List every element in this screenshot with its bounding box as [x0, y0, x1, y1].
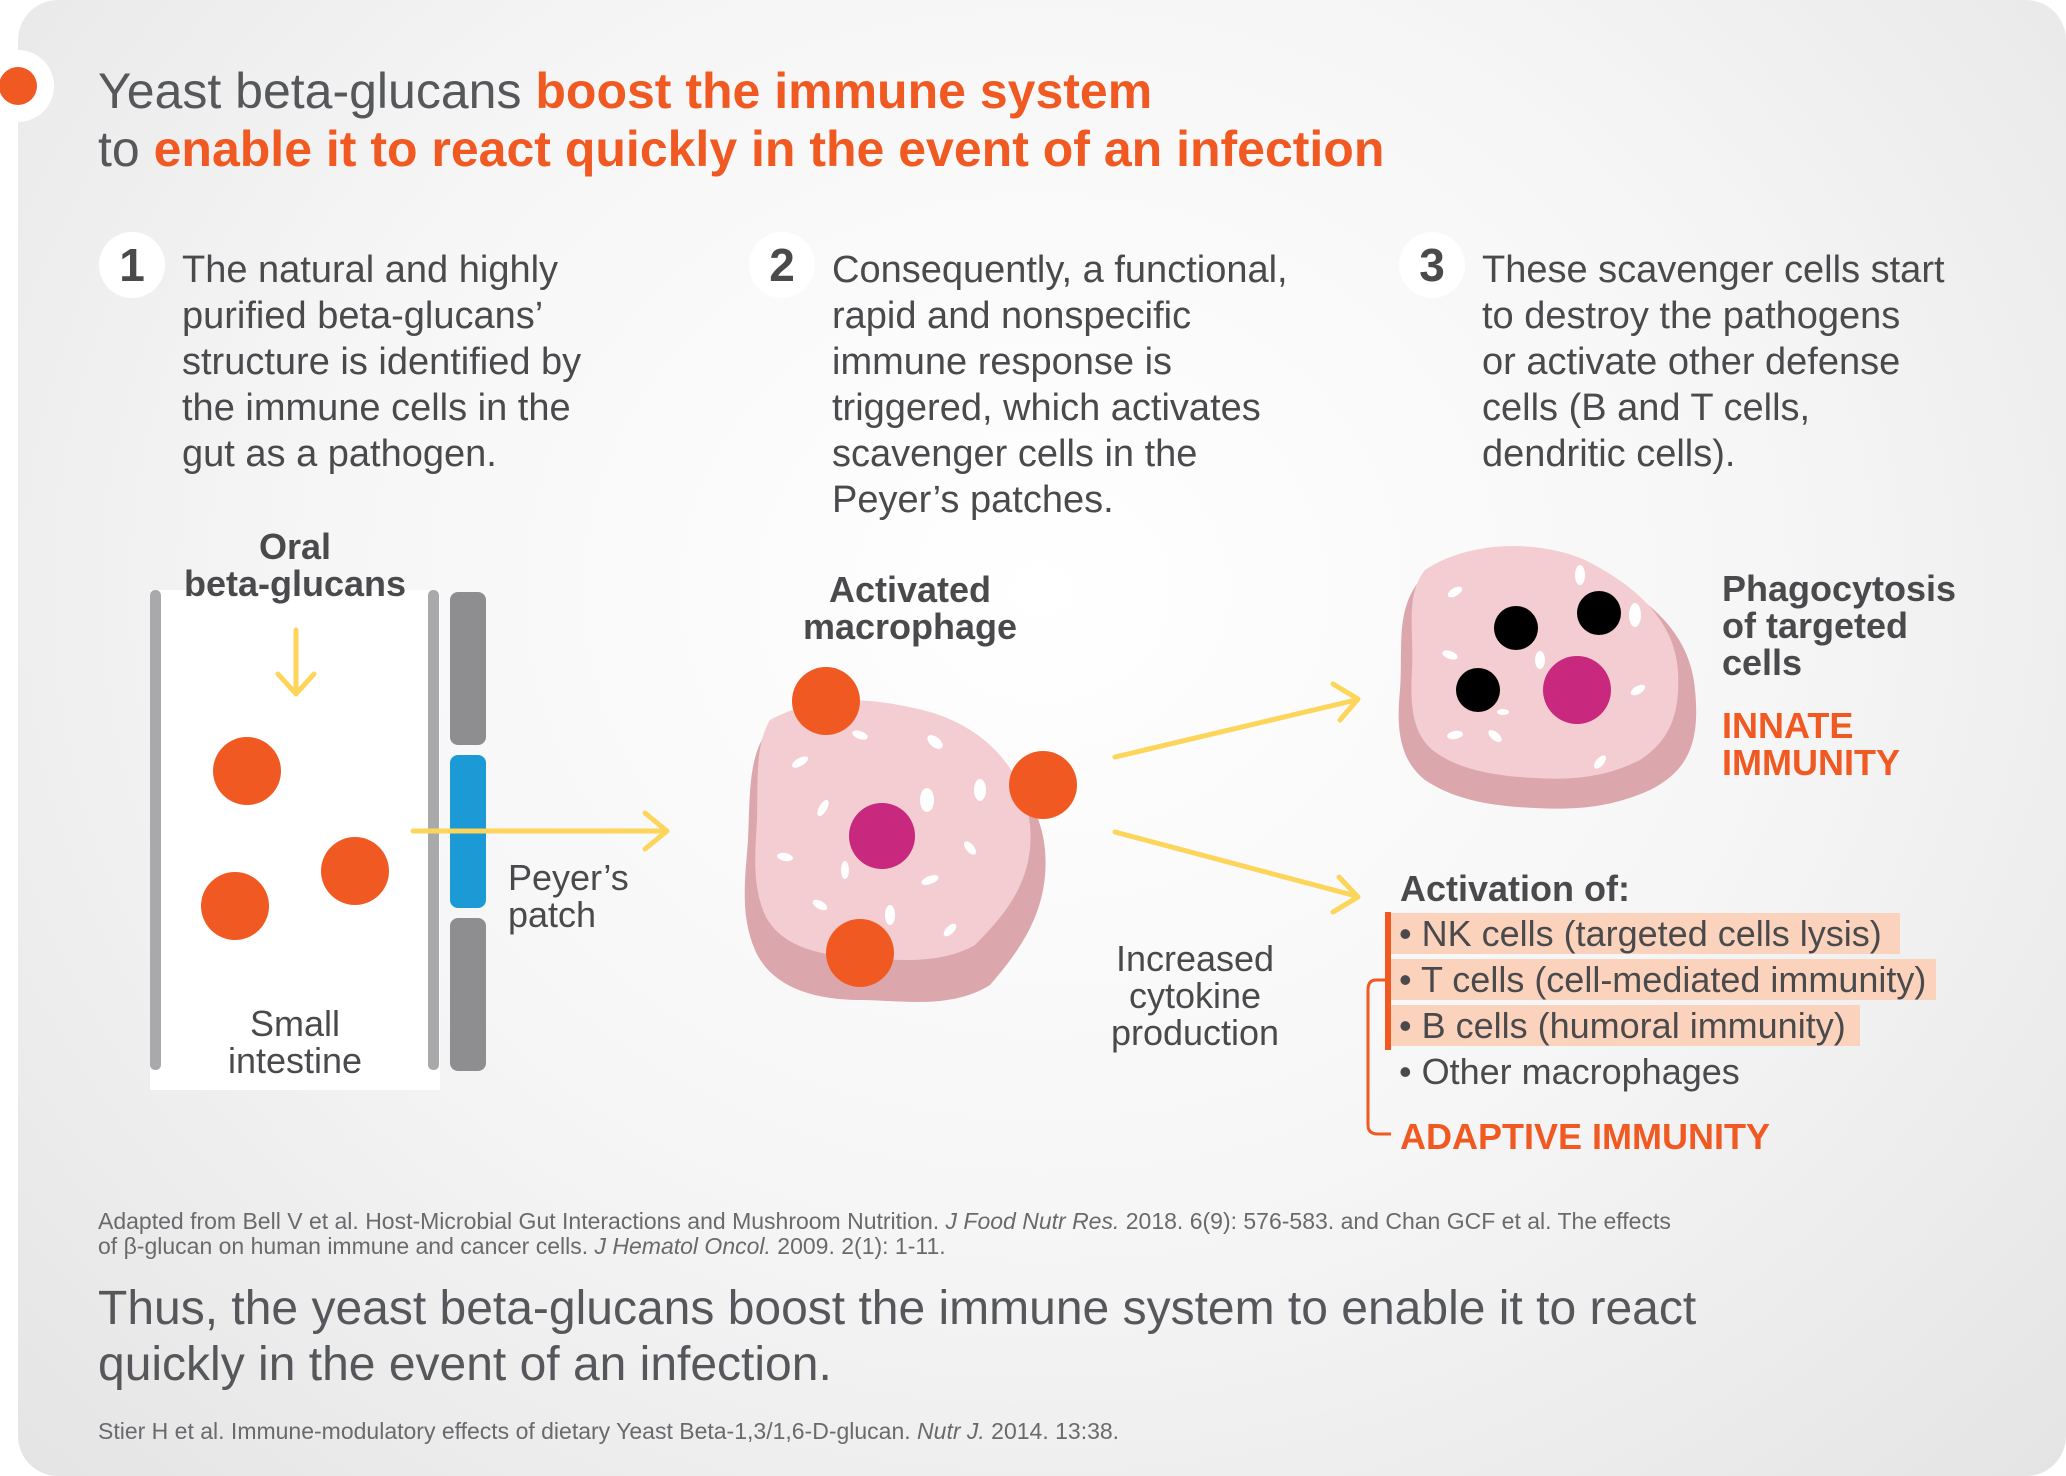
- list-item: • NK cells (targeted cells lysis): [1391, 913, 1900, 954]
- ref-journal: J Hematol Oncol.: [594, 1233, 771, 1259]
- phagocytosing-cell-icon: [1398, 546, 1697, 809]
- headline: Yeast beta-glucans boost the immune syst…: [98, 62, 1384, 178]
- step-text-1: The natural and highly purified beta-glu…: [182, 247, 581, 477]
- step-text-3: These scavenger cells start to destroy t…: [1482, 247, 1945, 477]
- peyers-patch-label: Peyer’s patch: [508, 859, 629, 933]
- label-line: cells: [1722, 642, 1803, 683]
- label-line: production: [1110, 1012, 1280, 1053]
- right-arrow-icon: [1112, 681, 1361, 915]
- label-line: Increased: [1115, 938, 1275, 979]
- list-item: • B cells (humoral immunity): [1391, 1005, 1860, 1046]
- phagocytosis-label: Phagocytosis of targeted cells: [1722, 570, 1956, 681]
- ref-journal: J Food Nutr Res.: [945, 1208, 1120, 1234]
- adaptive-immunity-label: ADAPTIVE IMMUNITY: [1400, 1116, 1771, 1157]
- beta-glucan-particle: [321, 837, 389, 905]
- step-3-line: to destroy the pathogens: [1482, 295, 1901, 337]
- step-2-line: scavenger cells in the: [832, 433, 1198, 475]
- label-line: IMMUNITY: [1722, 742, 1900, 783]
- ref-text: of β-glucan on human immune and cancer c…: [98, 1233, 595, 1259]
- membrane-upper: [450, 592, 486, 745]
- activation-title: Activation of:: [1400, 868, 1630, 909]
- ref-text: Stier H et al. Immune-modulatory effects…: [98, 1418, 918, 1444]
- step-1-line: purified beta-glucans’: [182, 295, 544, 337]
- label-line: Activated: [828, 569, 992, 610]
- label-line: beta-glucans: [183, 563, 407, 604]
- orange-dot-marker-icon: [0, 50, 54, 122]
- right-arrow-icon: [410, 810, 670, 852]
- headline-plain-1: Yeast beta-glucans: [98, 63, 522, 119]
- membrane-lower: [450, 918, 486, 1071]
- headline-plain-2: to: [98, 121, 140, 177]
- step-1-line: the immune cells in the: [182, 387, 571, 429]
- step-2-line: triggered, which activates: [832, 387, 1261, 429]
- label-line: cytokine: [1128, 975, 1262, 1016]
- ref-journal: Nutr J.: [917, 1418, 985, 1444]
- list-item: • T cells (cell-mediated immunity): [1391, 959, 1937, 1000]
- label-line: macrophage: [802, 606, 1018, 647]
- macrophage-cell-icon: [744, 667, 1077, 1002]
- list-item: • Other macrophages: [1399, 1051, 1740, 1092]
- ref-text: 2014. 13:38.: [984, 1418, 1120, 1444]
- step-1-line: gut as a pathogen.: [182, 433, 497, 475]
- step-text-2: Consequently, a functional, rapid and no…: [832, 247, 1288, 523]
- label-line: Small: [249, 1003, 341, 1044]
- label-line: patch: [508, 894, 597, 935]
- headline-emphasis-1: boost the immune system: [535, 63, 1153, 119]
- label-line: Oral: [258, 526, 332, 567]
- ref-text: Adapted from Bell V et al. Host-Microbia…: [98, 1208, 946, 1234]
- step-3-line: or activate other defense: [1482, 341, 1901, 383]
- innate-immunity-label: INNATE IMMUNITY: [1722, 707, 1900, 781]
- cytokine-label: Increased cytokine production: [1070, 940, 1320, 1051]
- small-intestine-label: Small intestine: [170, 1005, 420, 1079]
- conclusion-line: quickly in the event of an infection.: [98, 1338, 832, 1391]
- reference-2: Stier H et al. Immune-modulatory effects…: [98, 1419, 1998, 1444]
- headline-emphasis-2: enable it to react quickly in the event …: [153, 121, 1385, 177]
- step-number-1: 1: [99, 232, 165, 298]
- label-line: INNATE: [1722, 705, 1854, 746]
- activation-list: • NK cells (targeted cells lysis) • T ce…: [1391, 911, 1937, 1095]
- label-line: Peyer’s: [508, 857, 629, 898]
- conclusion-line: Thus, the yeast beta-glucans boost the i…: [98, 1282, 1697, 1335]
- intestine-wall-left: [150, 590, 161, 1070]
- conclusion: Thus, the yeast beta-glucans boost the i…: [98, 1281, 1998, 1393]
- ref-text: 2009. 2(1): 1-11.: [770, 1233, 946, 1259]
- step-2-line: immune response is: [832, 341, 1173, 383]
- adaptive-bracket: [1366, 912, 1391, 1136]
- reference-1: Adapted from Bell V et al. Host-Microbia…: [98, 1209, 1998, 1259]
- step-2-line: rapid and nonspecific: [832, 295, 1192, 337]
- oral-beta-glucans-label: Oral beta-glucans: [170, 528, 420, 602]
- step-1-line: structure is identified by: [182, 341, 582, 383]
- activated-macrophage-label: Activated macrophage: [770, 571, 1050, 645]
- beta-glucan-particle: [213, 737, 281, 805]
- step-3-line: dendritic cells).: [1482, 433, 1736, 475]
- label-line: of targeted: [1722, 605, 1909, 646]
- step-3-line: These scavenger cells start: [1482, 249, 1945, 291]
- ref-text: 2018. 6(9): 576-583. and Chan GCF et al.…: [1119, 1208, 1671, 1234]
- step-2-line: Consequently, a functional,: [832, 249, 1288, 291]
- step-3-line: cells (B and T cells,: [1482, 387, 1811, 429]
- beta-glucan-particle: [201, 872, 269, 940]
- step-2-line: Peyer’s patches.: [832, 479, 1114, 521]
- step-1-line: The natural and highly: [182, 249, 559, 291]
- label-line: Phagocytosis: [1722, 568, 1957, 609]
- step-number-3: 3: [1399, 232, 1465, 298]
- label-line: intestine: [227, 1040, 363, 1081]
- step-number-2: 2: [749, 232, 815, 298]
- down-arrow-icon: [275, 627, 317, 697]
